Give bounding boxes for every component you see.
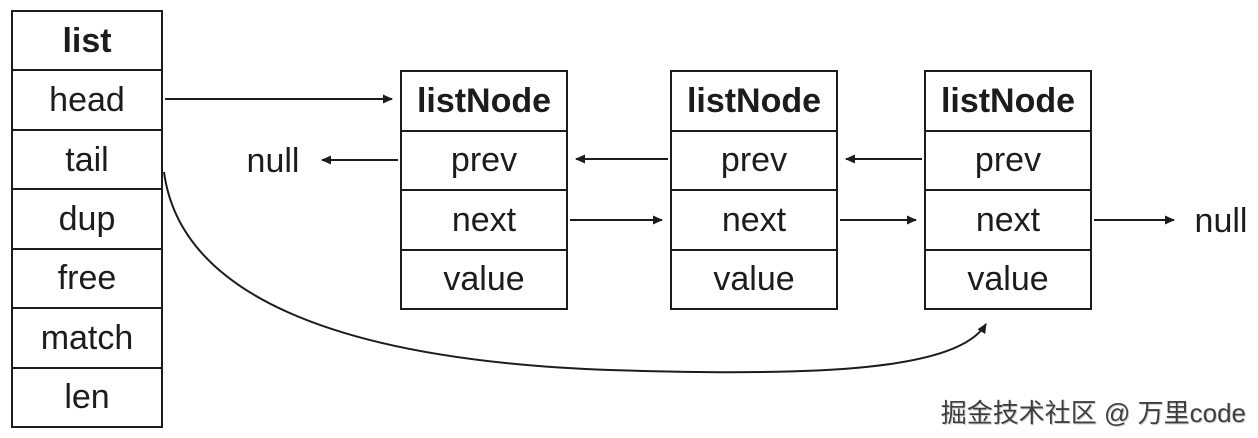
list-field-match: match — [13, 307, 161, 366]
list-title: list — [62, 21, 112, 60]
list-field-tail: tail — [13, 128, 161, 188]
listnode-1-prev: prev — [402, 129, 566, 190]
listnode-1-value: value — [402, 248, 566, 309]
listnode-1: listNode prev next value — [400, 70, 568, 310]
listnode-1-title: listNode — [416, 81, 552, 120]
listnode-2-prev: prev — [672, 129, 836, 190]
null-label-left: null — [246, 142, 300, 180]
listnode-2-next: next — [672, 189, 836, 249]
listnode-3: listNode prev next value — [924, 70, 1092, 310]
listnode-2-value: value — [672, 248, 836, 309]
listnode-2: listNode prev next value — [670, 70, 838, 310]
list-field-head: head — [13, 69, 161, 128]
listnode-3-next: next — [926, 189, 1090, 249]
list-field-dup: dup — [13, 188, 161, 247]
watermark: 掘金技术社区 @ 万里code — [940, 398, 1246, 428]
listnode-1-next: next — [402, 189, 566, 249]
listnode-3-title: listNode — [940, 81, 1076, 120]
list-field-free: free — [13, 247, 161, 307]
arrow-tail-to-node3 — [163, 171, 987, 374]
list-struct-table: list head tail dup free match len — [11, 10, 163, 428]
null-label-right: null — [1194, 202, 1248, 240]
listnode-3-value: value — [926, 248, 1090, 309]
listnode-3-prev: prev — [926, 129, 1090, 190]
list-field-len: len — [13, 366, 161, 426]
listnode-2-title: listNode — [686, 81, 822, 120]
